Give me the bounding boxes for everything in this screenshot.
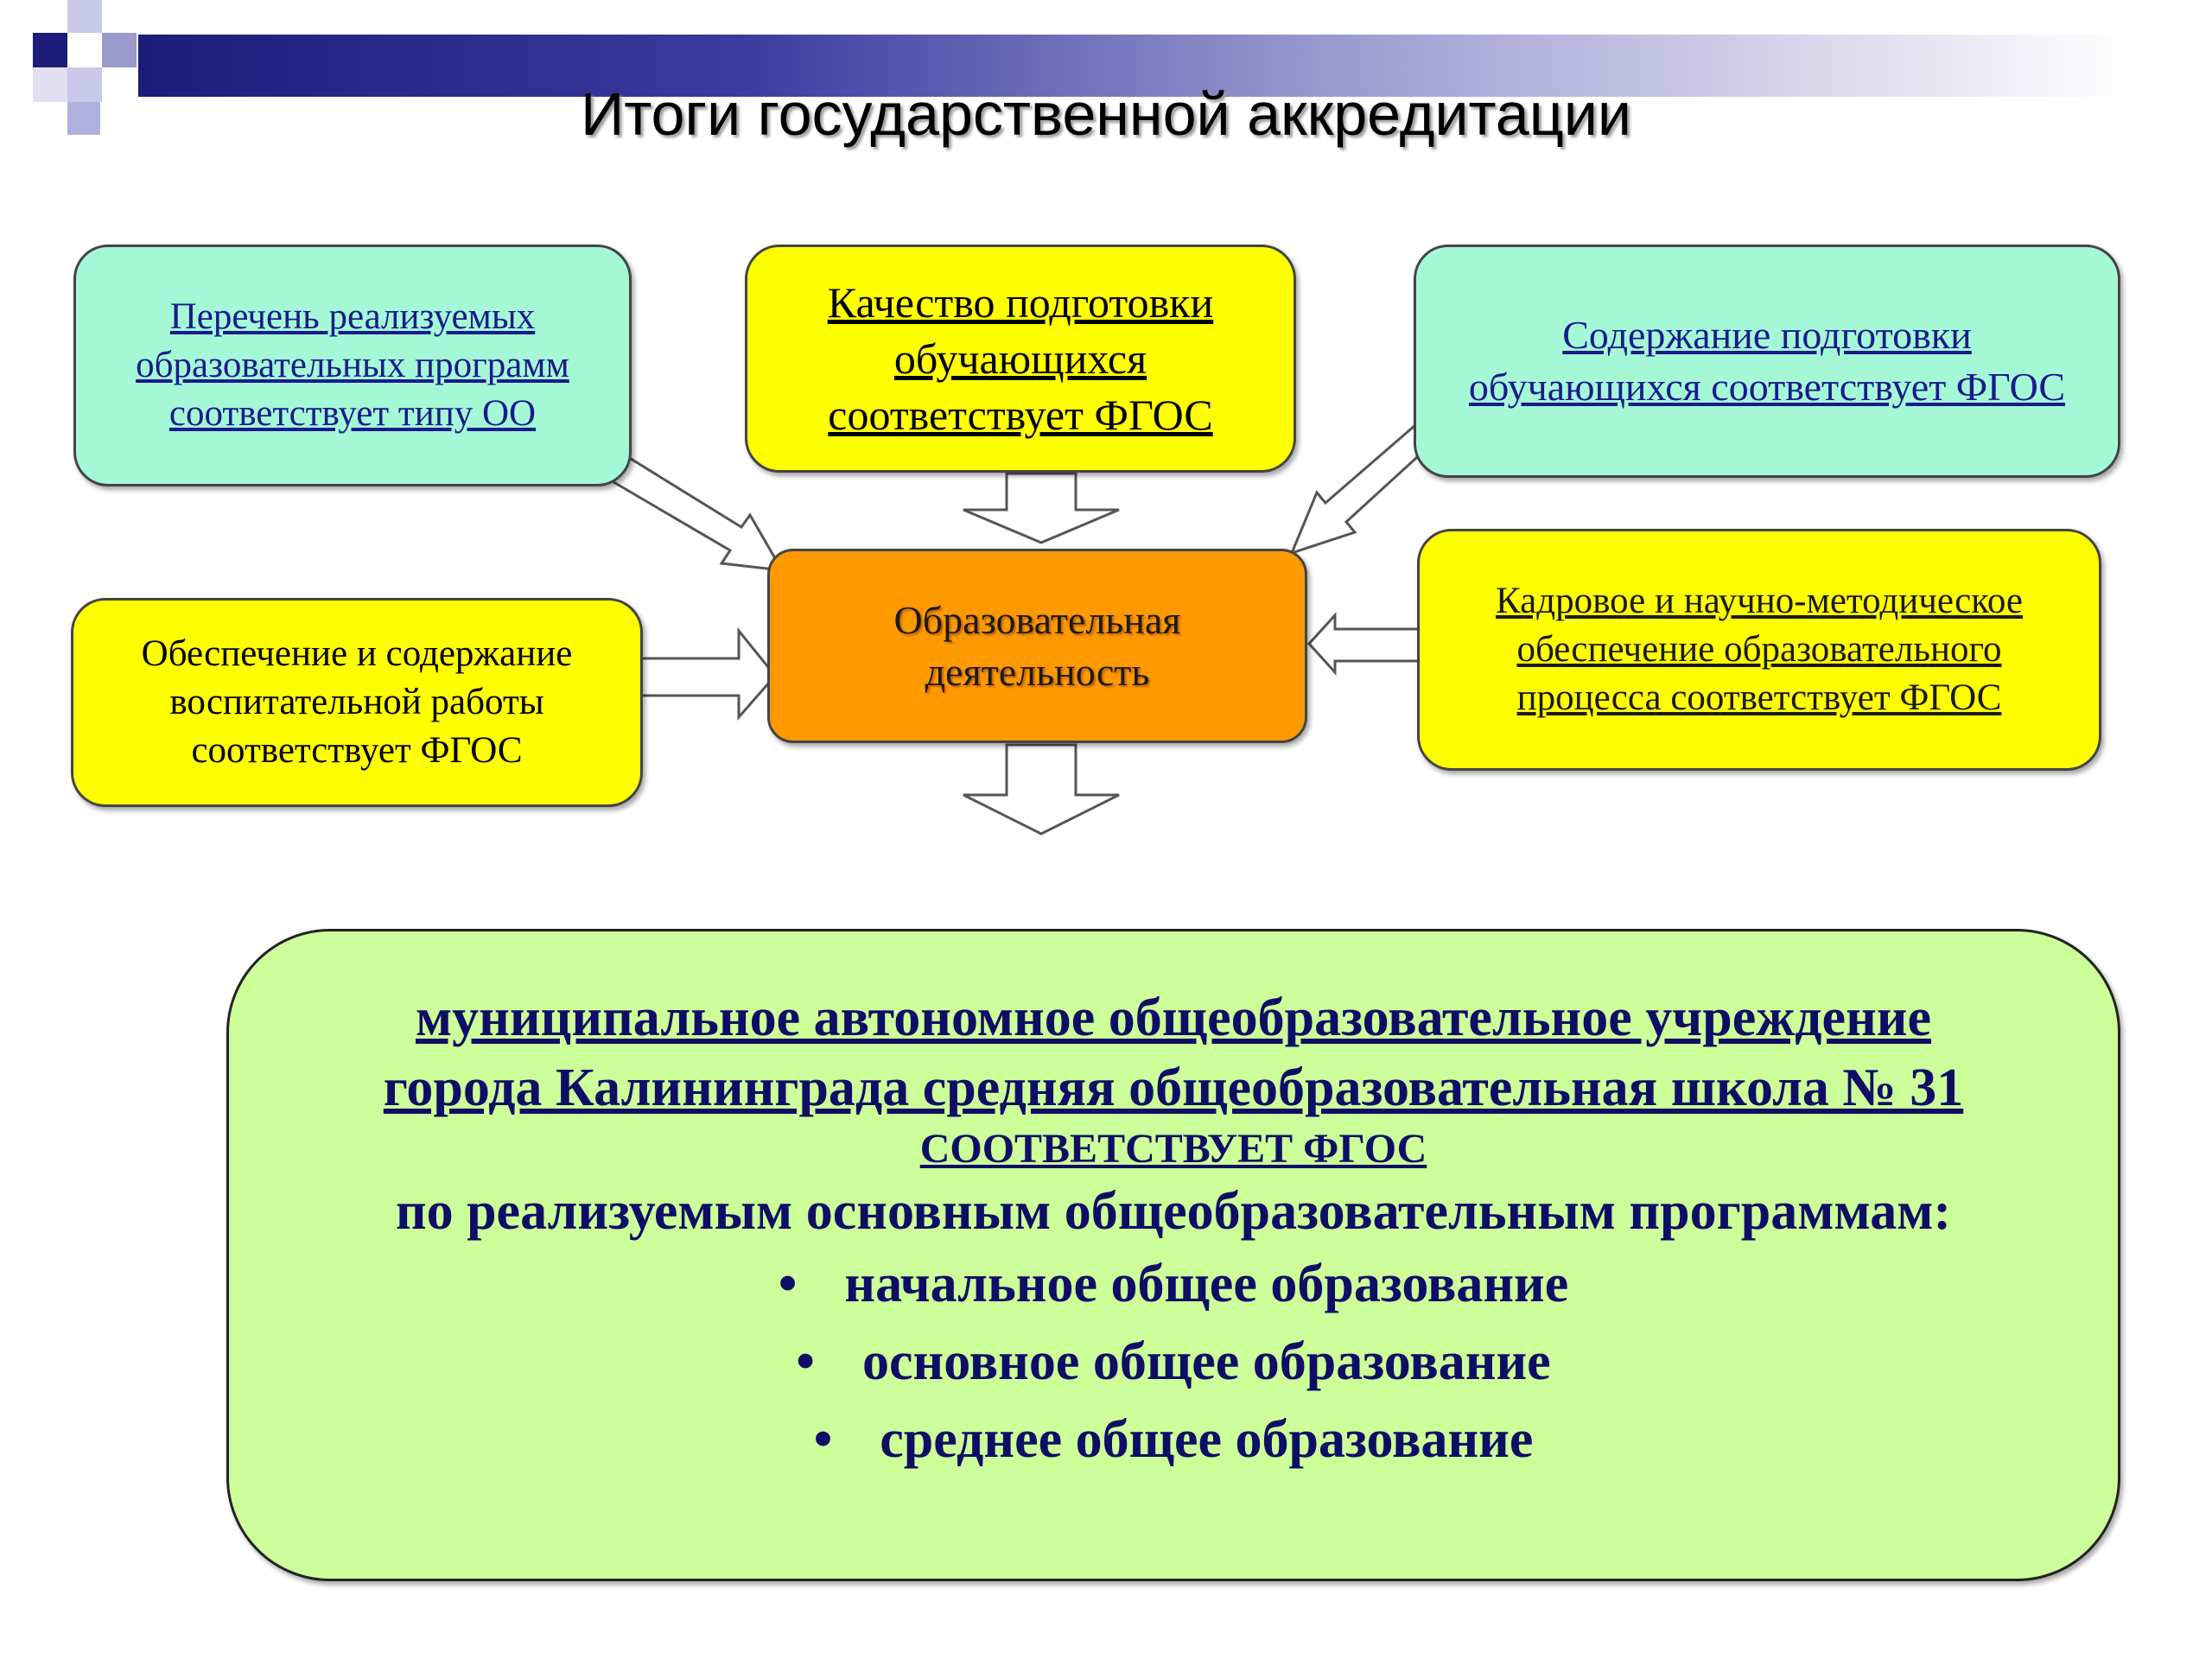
- programs-heading: по реализуемым основным общеобразователь…: [395, 1181, 1952, 1241]
- page-title: Итоги государственной аккредитации: [580, 80, 1632, 148]
- program-item: начальное общее образование: [779, 1246, 1568, 1324]
- educational-activity-box: Образовательная деятельность: [767, 549, 1307, 743]
- program-item: основное общее образование: [779, 1324, 1569, 1402]
- decor-square-dark: [33, 33, 67, 67]
- arrow-diagonal-from-programs: [602, 453, 785, 572]
- program-list: начальное общее образование основное общ…: [779, 1246, 1569, 1479]
- school-name-line-2: города Калининграда средняя общеобразова…: [383, 1058, 1964, 1117]
- quality-box-text[interactable]: Качество подготовки обучающихся соответс…: [827, 277, 1214, 439]
- arrow-diagonal-from-content: [1289, 423, 1427, 556]
- decor-square-mid: [102, 33, 137, 67]
- content-box-text[interactable]: Содержание подготовки обучающихся соотве…: [1468, 313, 2066, 409]
- arrow-down-from-center: [963, 743, 1120, 836]
- header-gradient-bar: [138, 35, 2126, 97]
- decor-square-mid: [67, 102, 100, 135]
- compliance-label: СООТВЕТСТВУЕТ ФГОС: [919, 1126, 1427, 1173]
- arrow-down-from-quality: [963, 472, 1120, 544]
- educational-activity-text: Образовательная деятельность: [893, 597, 1181, 694]
- arrow-right-from-upbringing: [639, 626, 777, 721]
- programs-box: Перечень реализуемых образовательных про…: [73, 245, 632, 486]
- staff-box-text[interactable]: Кадровое и научно-методическое обеспечен…: [1496, 581, 2023, 718]
- program-item: среднее общее образование: [779, 1402, 1569, 1479]
- decor-square-light: [67, 0, 102, 33]
- programs-box-text[interactable]: Перечень реализуемых образовательных про…: [136, 296, 569, 434]
- result-box: муниципальное автономное общеобразовател…: [226, 929, 2120, 1581]
- decor-square-light: [67, 67, 102, 102]
- decor-square-light: [33, 67, 67, 102]
- content-box: Содержание подготовки обучающихся соотве…: [1414, 245, 2120, 478]
- upbringing-box: Обеспечение и содержание воспитательной …: [71, 598, 643, 807]
- quality-box: Качество подготовки обучающихся соответс…: [745, 245, 1296, 473]
- staff-box: Кадровое и научно-методическое обеспечен…: [1417, 529, 2101, 771]
- upbringing-box-text: Обеспечение и содержание воспитательной …: [141, 633, 573, 771]
- school-name-line-1: муниципальное автономное общеобразовател…: [415, 988, 1932, 1047]
- arrow-left-from-staff: [1306, 612, 1421, 676]
